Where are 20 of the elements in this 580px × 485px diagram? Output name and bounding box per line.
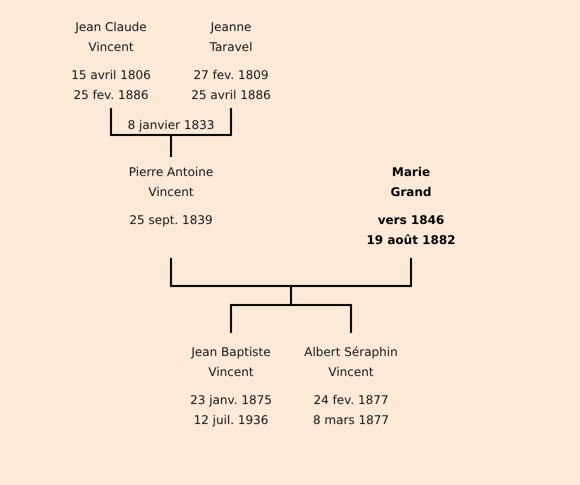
date-text: 24 fev. 1877 (313, 393, 389, 407)
date-text: 12 juil. 1936 (194, 413, 268, 427)
date-text: 19 août 1882 (366, 233, 456, 247)
date-text: 25 fev. 1886 (73, 88, 149, 102)
date-text: 15 avril 1806 (71, 68, 151, 82)
person-name: Jean Baptiste Vincent (191, 345, 271, 379)
edge-label: 8 janvier 1833 (126, 117, 216, 133)
date-text: vers 1846 (378, 213, 444, 227)
date-text: 23 janv. 1875 (190, 393, 272, 407)
person-name: Jeanne Taravel (210, 20, 252, 54)
person-name: Jean Claude Vincent (75, 20, 147, 54)
person-name: Pierre Antoine Vincent (128, 165, 214, 199)
date-text: 8 mars 1877 (312, 413, 390, 427)
date-text: 25 avril 1886 (191, 88, 271, 102)
person-name: Marie Grand (390, 165, 432, 199)
person-name: Albert Séraphin Vincent (304, 345, 398, 379)
date-text: 25 sept. 1839 (129, 213, 213, 227)
date-text: 27 fev. 1809 (193, 68, 269, 82)
connector-line (170, 108, 232, 157)
connector-line (290, 258, 412, 333)
